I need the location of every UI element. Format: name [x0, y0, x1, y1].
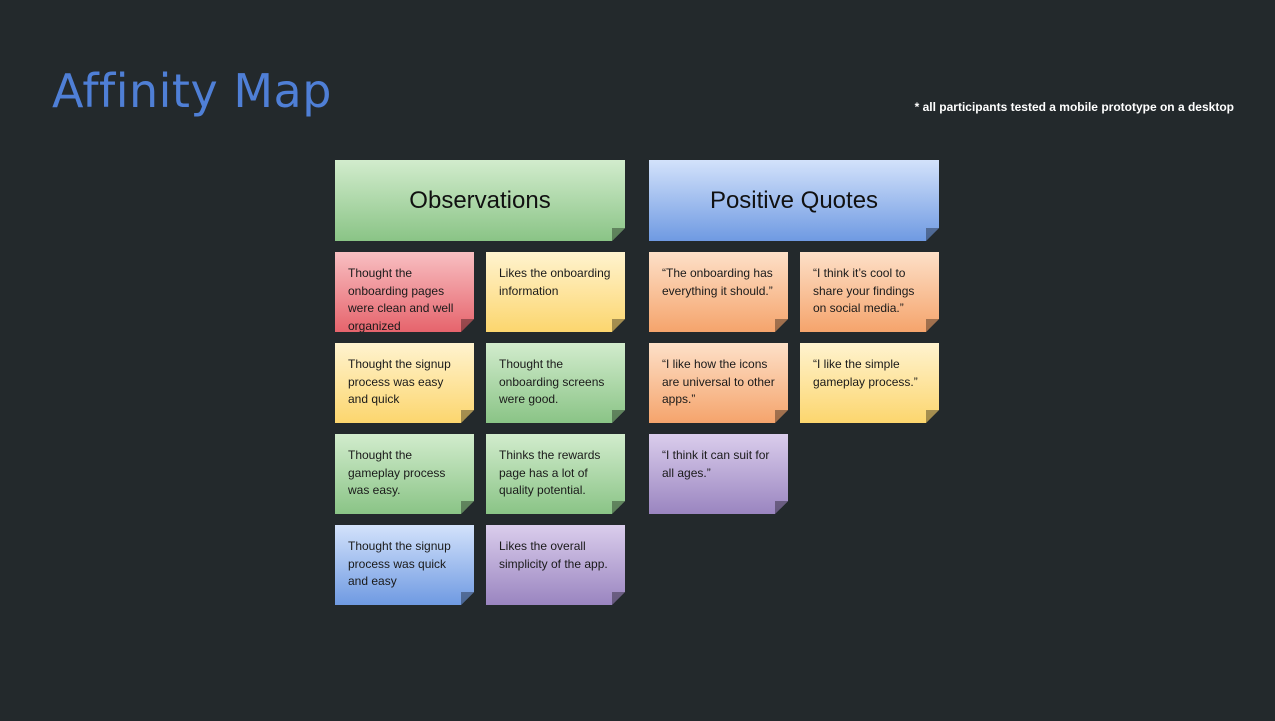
positive-quotes-header-label: Positive Quotes [709, 186, 879, 214]
observation-note-text: Thought the signup process was quick and… [348, 539, 451, 588]
positive-quotes-header: Positive Quotes [649, 160, 939, 241]
page-title: Affinity Map [52, 64, 332, 118]
observation-note: Thought the gameplay process was easy. [335, 434, 474, 514]
participants-note: * all participants tested a mobile proto… [914, 100, 1234, 114]
observation-note-text: Likes the overall simplicity of the app. [499, 539, 608, 571]
observation-note: Thought the onboarding pages were clean … [335, 252, 474, 332]
observation-note-text: Thought the onboarding screens were good… [499, 357, 605, 406]
quote-note: “I like how the icons are universal to o… [649, 343, 788, 423]
observation-note: Thought the signup process was quick and… [335, 525, 474, 605]
observation-note: Likes the overall simplicity of the app. [486, 525, 625, 605]
quote-note-text: “I think it can suit for all ages.” [662, 448, 770, 480]
quote-note-text: “I like the simple gameplay process.” [813, 357, 918, 389]
observation-note: Thinks the rewards page has a lot of qua… [486, 434, 625, 514]
observation-note-text: Thought the gameplay process was easy. [348, 448, 446, 497]
observation-note: Likes the onboarding information [486, 252, 625, 332]
observation-note-text: Thought the signup process was easy and … [348, 357, 451, 406]
quote-note-text: “I think it’s cool to share your finding… [813, 266, 915, 315]
quote-note: “The onboarding has everything it should… [649, 252, 788, 332]
quote-note: “I like the simple gameplay process.” [800, 343, 939, 423]
observation-note-text: Thinks the rewards page has a lot of qua… [499, 448, 601, 497]
observations-header-label: Observations [409, 186, 551, 214]
quote-note: “I think it’s cool to share your finding… [800, 252, 939, 332]
observation-note-text: Likes the onboarding information [499, 266, 611, 298]
quote-note-text: “I like how the icons are universal to o… [662, 357, 775, 406]
quote-note: “I think it can suit for all ages.” [649, 434, 788, 514]
observations-header: Observations [335, 160, 625, 241]
observation-note-text: Thought the onboarding pages were clean … [348, 266, 454, 332]
quote-note-text: “The onboarding has everything it should… [662, 266, 773, 298]
observation-note: Thought the signup process was easy and … [335, 343, 474, 423]
observation-note: Thought the onboarding screens were good… [486, 343, 625, 423]
